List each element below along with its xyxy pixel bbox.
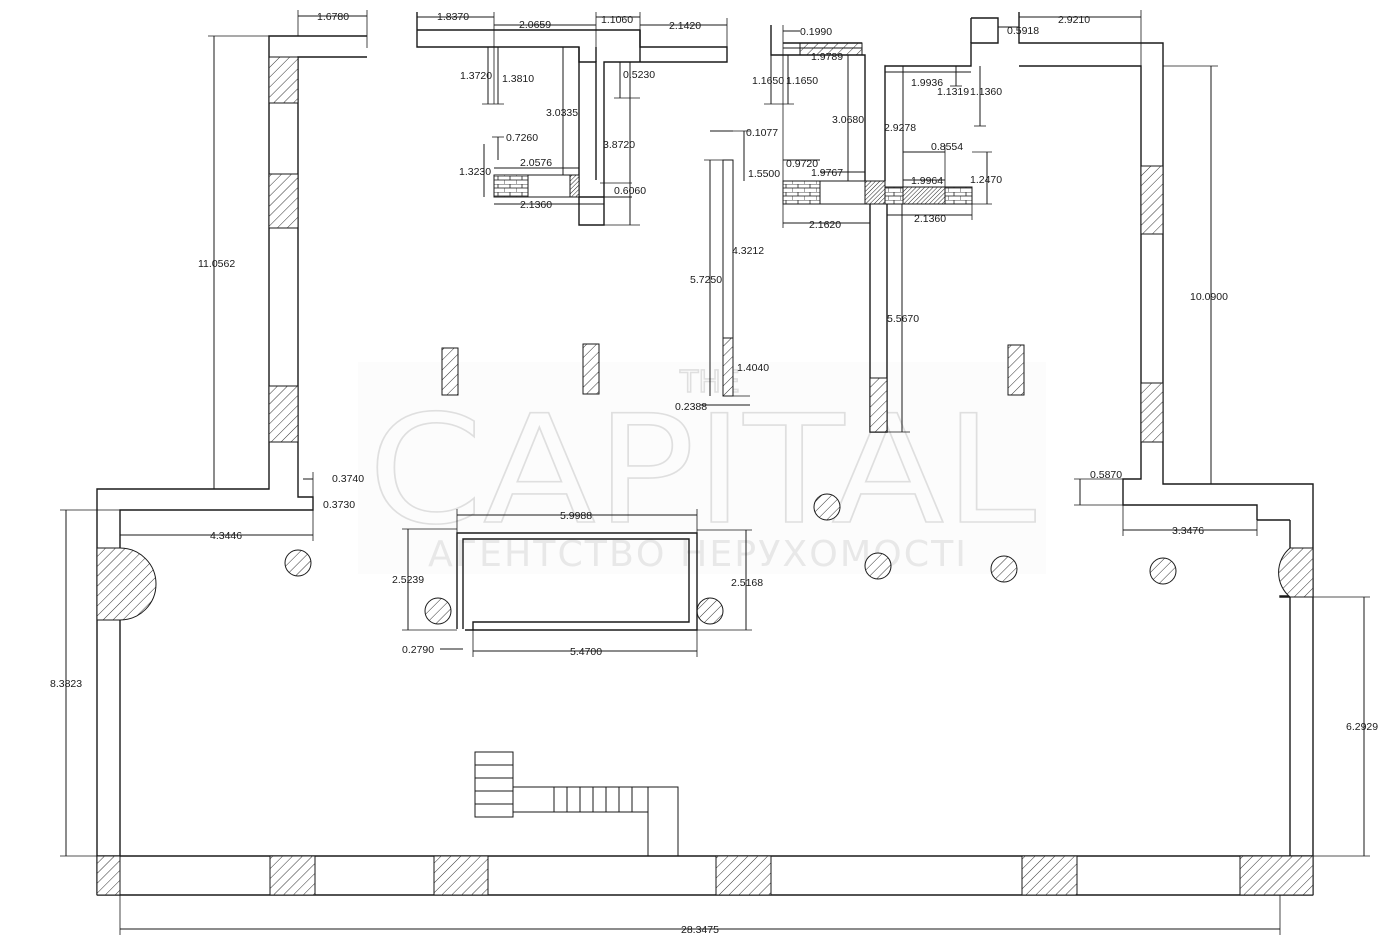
dim-label: 5.9988: [560, 510, 592, 522]
dim-label: 2.1620: [809, 219, 841, 231]
staircase: [474, 751, 679, 856]
dim-label: 0.7260: [506, 132, 538, 144]
middle-partition: [722, 159, 734, 397]
watermark-brand-text: CAPITAL: [368, 384, 1036, 558]
dim-label: 2.1360: [520, 199, 552, 211]
dim-label: 2.5168: [731, 577, 763, 589]
dim-label: 0.3730: [323, 499, 355, 511]
dim-label: 2.0576: [520, 157, 552, 169]
dim-label: 0.9720: [786, 158, 818, 170]
dim-label: 2.0659: [519, 19, 551, 31]
dim-label: 4.3212: [732, 245, 764, 257]
dim-label: 1.2470: [970, 174, 1002, 186]
dim-label: 1.3720: [460, 70, 492, 82]
watermark: THE CAPITAL АГЕНТСТВО НЕРУХОМОСТІ: [358, 362, 1046, 575]
wall-hatches: [96, 56, 1314, 896]
dim-label: 2.9278: [884, 122, 916, 134]
dim-label: 2.1420: [669, 20, 701, 32]
dim-label: 5.4700: [570, 646, 602, 658]
posts: [441, 343, 1025, 396]
top-center-annex: [770, 17, 999, 433]
dim-label: 1.3810: [502, 73, 534, 85]
dim-label: 6.2929: [1346, 721, 1378, 733]
dim-label: 1.5500: [748, 168, 780, 180]
dim-label: 0.5870: [1090, 469, 1122, 481]
dim-label: 3.8720: [603, 139, 635, 151]
dim-label: 1.9789: [811, 51, 843, 63]
dim-label: 10.0900: [1190, 291, 1228, 303]
dim-label: 1.8370: [437, 11, 469, 23]
dim-label: 0.5918: [1007, 25, 1039, 37]
dim-label: 1.1060: [601, 14, 633, 26]
dim-label: 5.7250: [690, 274, 722, 286]
dim-label: 1.4040: [737, 362, 769, 374]
dim-label: 1.9767: [811, 167, 843, 179]
dim-label: 3.0335: [546, 107, 578, 119]
dim-label: 2.9210: [1058, 14, 1090, 26]
dim-label: 11.0562: [198, 258, 235, 270]
dim-label: 1.9936: [911, 77, 943, 89]
dim-label: 0.1990: [800, 26, 832, 38]
dim-label: 1.3230: [459, 166, 491, 178]
dimension-lines: [60, 10, 1370, 935]
dim-label: 1.1650: [786, 75, 818, 87]
dim-label: 0.2388: [675, 401, 707, 413]
dim-label: 4.3446: [210, 530, 242, 542]
dim-label: 0.3740: [332, 473, 364, 485]
dim-label: 1.1360: [970, 86, 1002, 98]
dim-label: 1.1650: [752, 75, 784, 87]
dim-label: 8.3823: [50, 678, 82, 690]
dim-label: 1.6780: [317, 11, 349, 23]
dimension-labels: 1.6780 11.0562 1.8370 2.0659 1.1060 2.14…: [50, 11, 1378, 936]
dim-label: 1.1319: [937, 86, 969, 98]
dim-label: 2.1360: [914, 213, 946, 225]
dim-label: 2.5239: [392, 574, 424, 586]
round-columns: [284, 493, 1177, 625]
dim-label: 0.5230: [623, 69, 655, 81]
dim-label: 1.9964: [911, 175, 943, 187]
dim-label: 5.5670: [887, 313, 919, 325]
dim-label: 0.6060: [614, 185, 646, 197]
dim-label: 0.2790: [402, 644, 434, 656]
dim-label: 3.0680: [832, 114, 864, 126]
dim-label: 28.3475: [681, 924, 719, 936]
top-left-annex: [416, 12, 728, 226]
dim-label: 3.3476: [1172, 525, 1204, 537]
dim-label: 0.1077: [746, 127, 778, 139]
dim-label: 0.8554: [931, 141, 963, 153]
